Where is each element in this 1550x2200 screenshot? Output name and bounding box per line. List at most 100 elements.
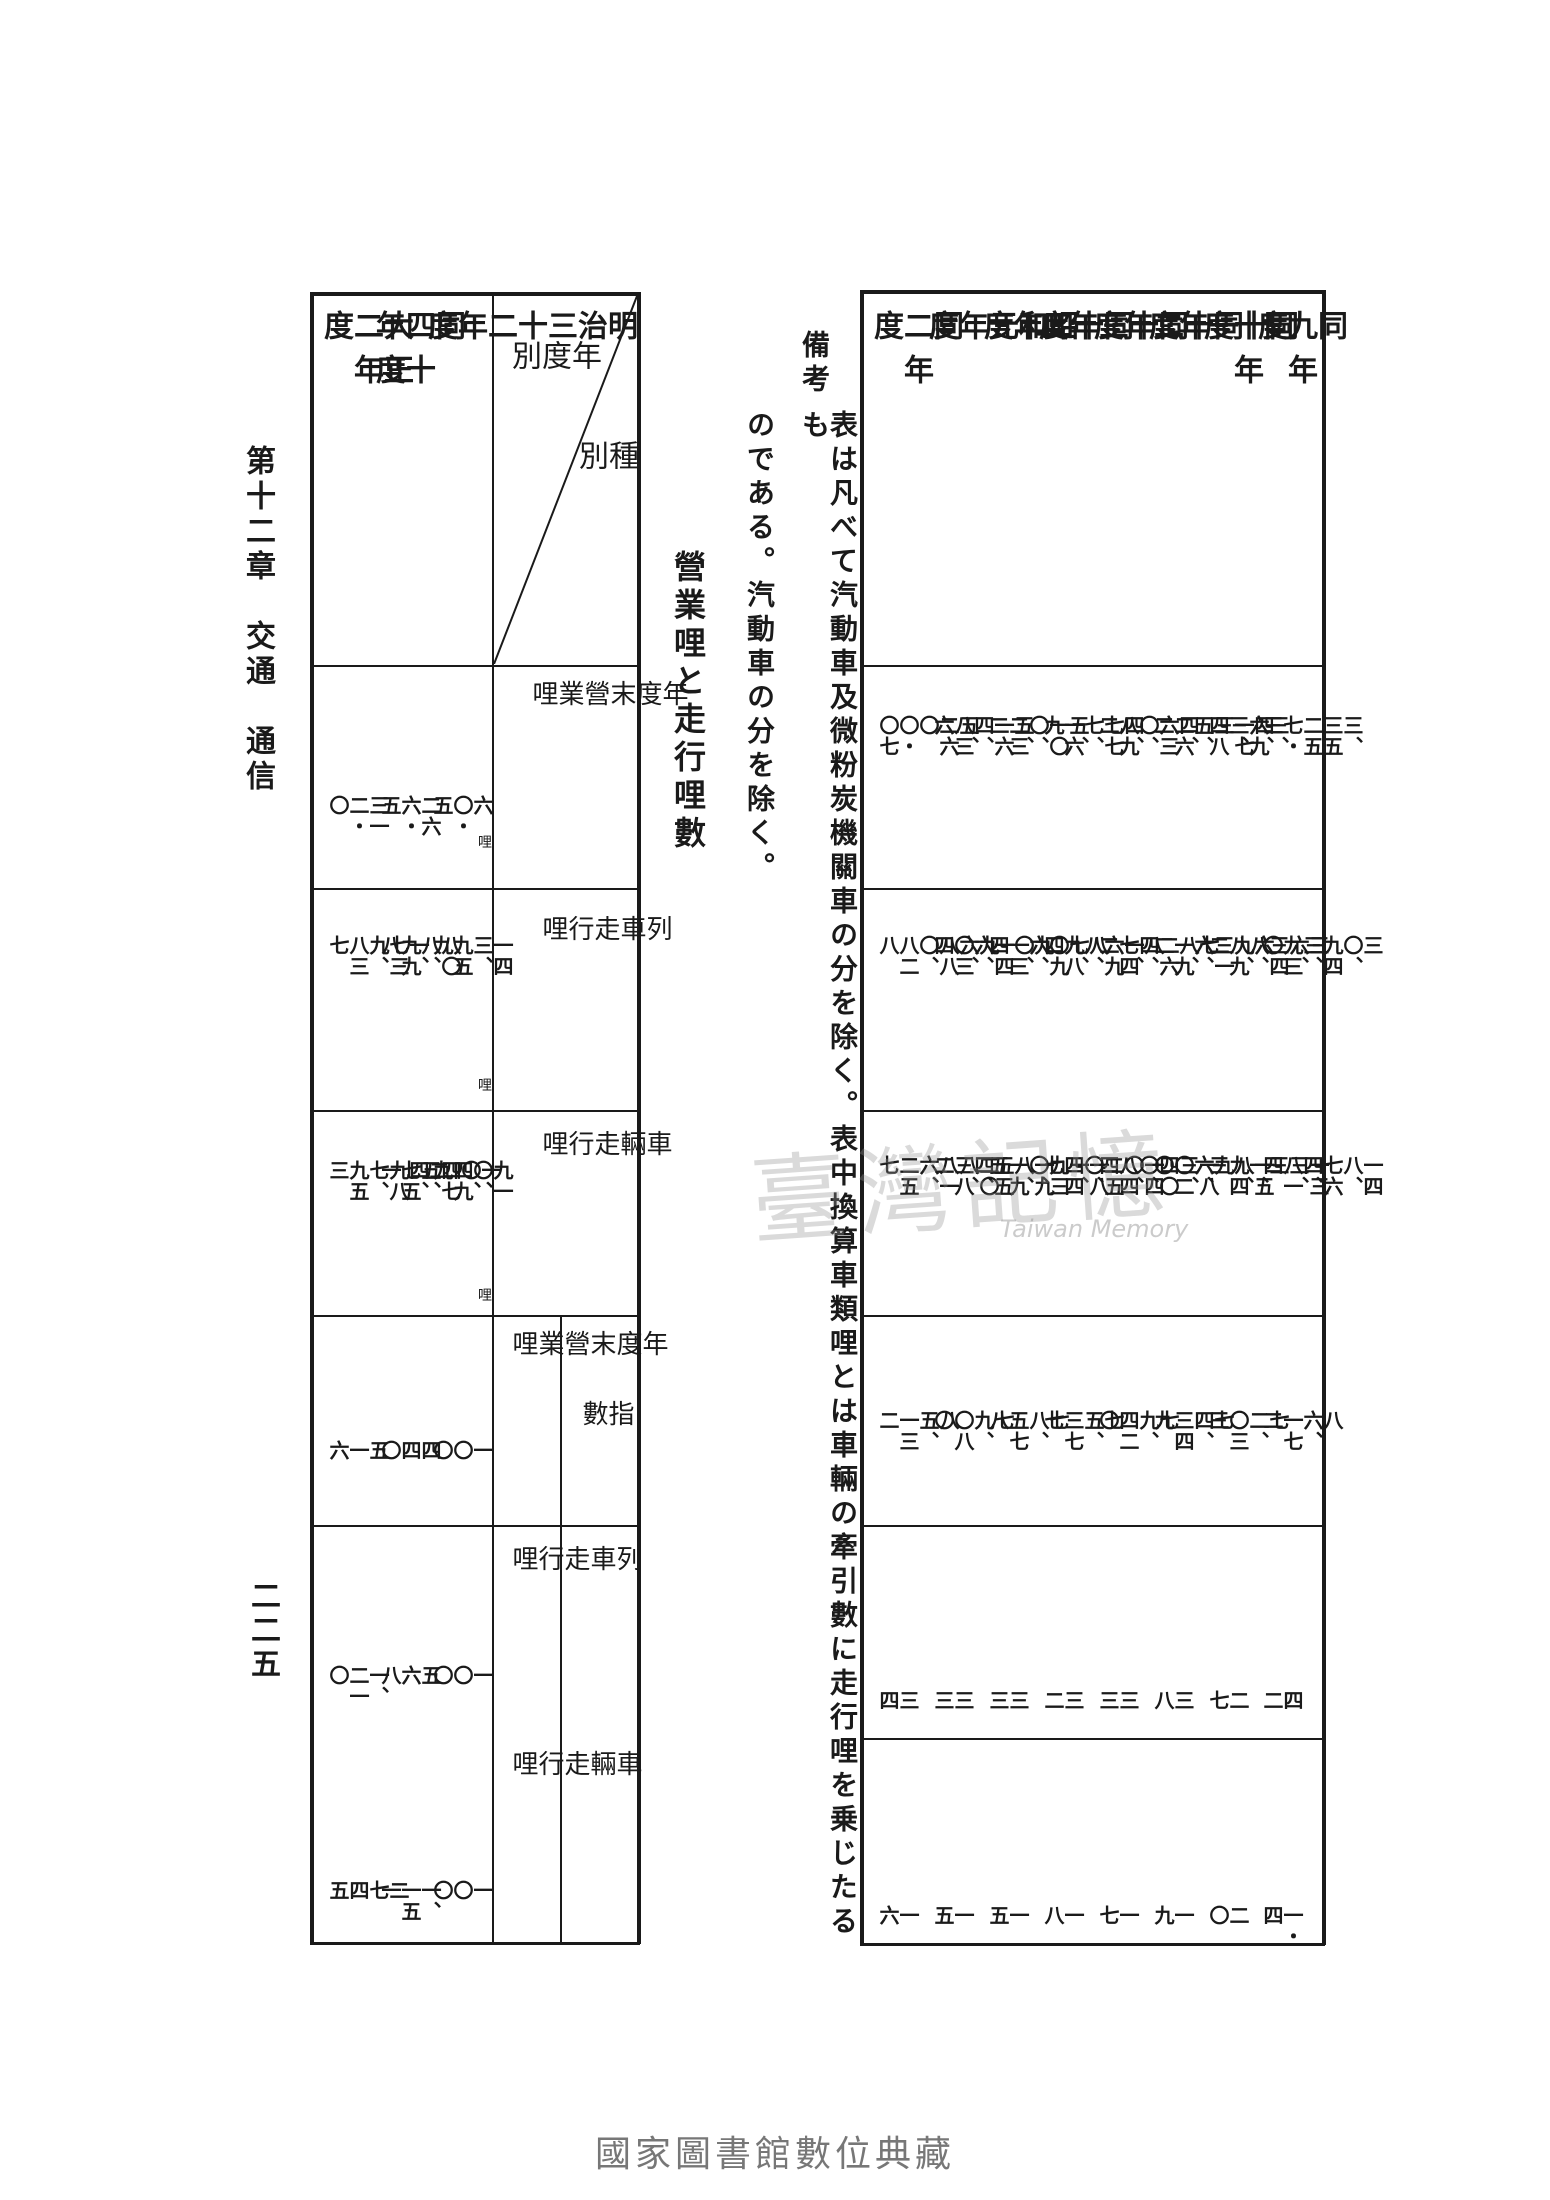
table-top-rule bbox=[310, 292, 640, 296]
table-cell-year: 同十一年度 bbox=[1143, 310, 1298, 354]
note-label: 備考 bbox=[798, 330, 831, 398]
table-cell-year: 同十四年度 bbox=[978, 310, 1133, 354]
table-cell-idx-car: 一七 bbox=[1096, 1905, 1140, 1926]
table-cell-car-miles: 二〇八、八一六、二五七 bbox=[876, 1155, 1000, 1197]
table-left-rule bbox=[860, 290, 864, 1945]
table-right-rule bbox=[1322, 290, 1326, 1945]
table-cell-car-miles: 一八三、四〇〇、八四四 bbox=[1096, 1155, 1220, 1197]
table-right-rule bbox=[637, 292, 641, 1944]
table-cell-idx-car: 二七四五 bbox=[326, 1880, 410, 1901]
page-number: 二二五 bbox=[245, 1580, 280, 1682]
table-cell-idx-car: 一八 bbox=[1041, 1905, 1085, 1926]
unit-marker: 哩 bbox=[478, 1078, 492, 1094]
table-cell-car-miles: 一三三、三一、九四三 bbox=[1206, 1155, 1330, 1197]
col-sep bbox=[860, 1738, 1325, 1740]
table-cell-idx-op: 七八、五七八 bbox=[986, 1410, 1070, 1452]
table-bottom-rule bbox=[860, 1943, 1325, 1946]
table-left-rule bbox=[310, 292, 314, 1944]
table-cell-idx-train: 三三 bbox=[986, 1690, 1030, 1711]
table-cell-idx-op: 七九、〇八〇 bbox=[931, 1410, 1015, 1452]
table-cell-idx-train: 一、二一〇 bbox=[326, 1665, 390, 1707]
table-cell-idx-train: 三四 bbox=[876, 1690, 920, 1711]
table-cell-year: 同 九年度 bbox=[1252, 310, 1347, 398]
table-cell-year: 同十二年度 bbox=[1088, 310, 1243, 354]
table-cell-train-miles: 八一、六九八、九八四 bbox=[1041, 935, 1165, 977]
idx-header-car: 車輛走行哩 bbox=[508, 1750, 642, 1780]
table-cell-idx-train: 三三 bbox=[1096, 1690, 1140, 1711]
table-cell-train-miles: 一四三、九五九 bbox=[430, 935, 514, 977]
table-cell-idx-train: 五六八 bbox=[378, 1665, 442, 1686]
table-top-rule bbox=[860, 290, 1325, 294]
table-cell-idx-train: 一〇〇 bbox=[430, 1665, 494, 1686]
chapter-heading: 第十二章 交通 通信 bbox=[240, 445, 275, 795]
table-cell-train-miles: 九〇、一四六、〇三四 bbox=[931, 935, 1055, 977]
table-cell-idx-op: 五一六 bbox=[326, 1440, 390, 1461]
corner-bottom-label: 年度別 bbox=[506, 340, 601, 384]
col-header-op-end: 年度末營業哩 bbox=[528, 680, 688, 710]
table-cell-train-miles: 三〇、九四三、九三〇 bbox=[1260, 935, 1384, 977]
table-cell-car-miles: 一四八、七六四、八一四 bbox=[1260, 1155, 1384, 1197]
table-cell-car-miles: 一四〇、二五〇、四四七 bbox=[1041, 1155, 1165, 1197]
col-sep bbox=[310, 888, 640, 890]
section-title: 營業哩と走行哩數 bbox=[669, 550, 707, 854]
table-cell-idx-train: 四二 bbox=[1260, 1690, 1304, 1711]
table-cell-idx-car: 一〇〇 bbox=[430, 1880, 494, 1901]
table-cell-train-miles: 三六、三四八、八九二 bbox=[1206, 935, 1330, 977]
note-line-2: のである。汽動車の分を除く。 bbox=[743, 410, 776, 886]
col-sep bbox=[860, 1315, 1325, 1317]
table-cell-year: 昭和元年度 bbox=[923, 310, 1078, 354]
table-cell-idx-car: 一・四 bbox=[1260, 1905, 1304, 1947]
table-cell-idx-train: 三八 bbox=[1151, 1690, 1195, 1711]
table-cell-op-miles: 三、六九三、四八 bbox=[1206, 715, 1290, 757]
col-sep bbox=[310, 1110, 640, 1112]
table-cell-idx-train: 三二 bbox=[1041, 1690, 1085, 1711]
table-cell-train-miles: 八七、〇九六、一三四 bbox=[986, 935, 1110, 977]
table-cell-idx-car: 一、一五一 bbox=[378, 1880, 442, 1922]
table-cell-year: 同十三年度 bbox=[1033, 310, 1188, 354]
table-cell-idx-op: 八六、一七二 bbox=[1260, 1410, 1344, 1452]
table-cell-car-miles: 一九八、五五四、三八二 bbox=[931, 1155, 1055, 1197]
col-sep bbox=[860, 1110, 1325, 1112]
table-cell-idx-op: 八五、一三二 bbox=[876, 1410, 960, 1452]
table-cell-idx-train: 三三 bbox=[931, 1690, 975, 1711]
table-cell-idx-train: 二七 bbox=[1206, 1690, 1250, 1711]
col-header-train: 列車走行哩 bbox=[538, 915, 672, 945]
table-cell-idx-car: 一五 bbox=[986, 1905, 1030, 1926]
table-cell-op-miles: 五、一六四、八三六 bbox=[931, 715, 1035, 757]
table-cell-op-miles: 三一二・〇 bbox=[326, 795, 390, 837]
corner-top-label: 種 別 bbox=[573, 440, 638, 528]
table-cell-year: 大正 二年度 bbox=[318, 310, 413, 442]
table-cell-year: 明治三十二年度 bbox=[422, 310, 637, 354]
idx-header-op-end: 年度末營業哩 bbox=[508, 1330, 668, 1360]
table-cell-op-miles: 四、七七七、一六九 bbox=[1041, 715, 1145, 757]
corner-diagonal bbox=[494, 296, 637, 664]
col-header-car: 車輛走行哩 bbox=[538, 1130, 672, 1160]
table-cell-train-miles: 七八、二六四、七四二 bbox=[1096, 935, 1220, 977]
table-cell-idx-car: 二〇 bbox=[1206, 1905, 1250, 1926]
table-cell-idx-car: 一五 bbox=[931, 1905, 975, 1926]
table-cell-op-miles: 五、二六〇〇・〇七 bbox=[876, 715, 980, 757]
table-cell-idx-op: 四四〇 bbox=[378, 1440, 442, 1461]
table-cell-year: 同 二年度 bbox=[868, 310, 963, 398]
col-sep bbox=[860, 665, 1325, 667]
unit-marker: 哩 bbox=[478, 1288, 492, 1304]
table-cell-train-miles: 八〇八、九九八 bbox=[378, 935, 462, 977]
table-cell-idx-car: 一九 bbox=[1151, 1905, 1195, 1926]
table-cell-train-miles: 一、七三九、八三七 bbox=[326, 935, 430, 977]
table-cell-op-miles: 四、一七三五、二六二 bbox=[1151, 715, 1275, 757]
table-bottom-rule bbox=[310, 1942, 640, 1945]
table-cell-op-miles: 五、一〇〇、二三二 bbox=[986, 715, 1090, 757]
table-cell-train-miles: 九六、八八〇、八二八 bbox=[876, 935, 1000, 977]
note-line-1: 表は凡べて汽動車及微粉炭機關車の分を除く。表中換算車類哩とは車輛の牽引數に走行哩… bbox=[798, 410, 859, 1940]
table-cell-idx-op: 七二、〇三三 bbox=[1206, 1410, 1290, 1452]
header-sep bbox=[492, 292, 494, 1944]
table-cell-year: 同 四十年度 bbox=[370, 310, 465, 398]
idx-header-train: 列車走行哩 bbox=[508, 1545, 642, 1575]
table-cell-car-miles: 二四、九八七、九五三 bbox=[326, 1160, 450, 1202]
table-cell-car-miles: 一五八、九六、〇二〇 bbox=[1151, 1155, 1275, 1197]
table-cell-idx-car: 一六 bbox=[876, 1905, 920, 1926]
table-cell-idx-op: 一〇〇 bbox=[430, 1440, 494, 1461]
col-sep bbox=[310, 1525, 640, 1527]
col-sep bbox=[860, 1525, 1325, 1527]
table-cell-op-miles: 六〇・五 bbox=[430, 795, 494, 837]
